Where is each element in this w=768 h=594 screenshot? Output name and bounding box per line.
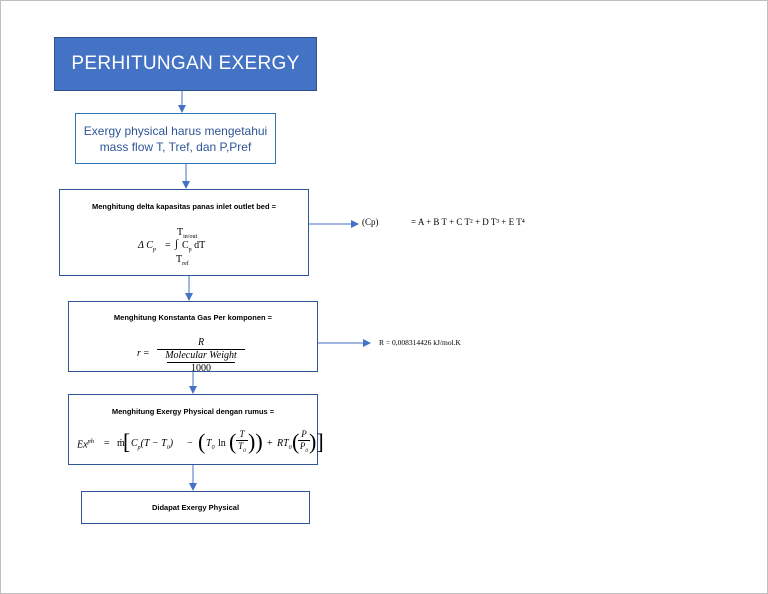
delta-equals: =	[165, 240, 171, 251]
mass-flow-symbol: ṁ	[117, 438, 125, 449]
paren-open-inner: (	[229, 429, 237, 454]
delta-cp-formula: Tin/out Δ Cp = ∫ Cp dT Tref	[138, 224, 248, 270]
r-denominator-2: 1000	[191, 363, 211, 374]
r-numerator: R	[197, 337, 205, 348]
step4-box: Menghitung Exergy Physical dengan rumus …	[68, 394, 324, 465]
step3-title: Menghitung Konstanta Gas Per komponen =	[113, 313, 273, 322]
t-fraction: T T0	[236, 429, 248, 457]
cp-equation: = A + B T + C T² + D T³ + E T⁴	[411, 217, 525, 227]
step1-text: Exergy physical harus mengetahui mass fl…	[83, 123, 268, 154]
paren-bracket-close: )]	[309, 429, 324, 454]
upper-limit: Tin/out	[177, 227, 198, 240]
lhs-delta: Δ Cp	[138, 240, 156, 253]
fraction-bar	[157, 349, 245, 350]
integral-sign: ∫	[175, 238, 179, 250]
exergy-formula: Exph = ṁ [ Cp(T − T0) − ( T0 ln ( T T0 )…	[77, 429, 324, 459]
lower-limit: Tref	[176, 254, 189, 267]
title-text: PERHITUNGAN EXERGY	[71, 53, 300, 74]
cp-label: (Cp)	[362, 217, 379, 227]
step2-title: Menghitung delta kapasitas panas inlet o…	[92, 202, 276, 211]
paren-open: (	[198, 429, 206, 454]
plus-sign: +	[267, 438, 273, 449]
r-lhs: r =	[137, 348, 150, 359]
r-fraction: R Molecular Weight 1000	[157, 337, 245, 374]
paren-close-inner: ))	[248, 429, 263, 454]
ex-equals: =	[104, 438, 110, 449]
bracket-open: [	[123, 429, 131, 454]
ex-lhs: Exph	[77, 438, 95, 451]
r-denominator: Molecular Weight	[165, 350, 237, 361]
term-rt0: RT0	[277, 438, 292, 451]
step4-title: Menghitung Exergy Physical dengan rumus …	[111, 407, 275, 416]
integrand: Cp dT	[182, 240, 206, 253]
title-box: PERHITUNGAN EXERGY	[54, 37, 317, 91]
step3-box: Menghitung Konstanta Gas Per komponen = …	[68, 301, 318, 374]
fraction-bar-inner	[167, 362, 235, 363]
p-fraction: P P0	[298, 429, 310, 457]
step5-box: Didapat Exergy Physical	[81, 491, 310, 524]
step1-box: Exergy physical harus mengetahui mass fl…	[75, 113, 276, 164]
term-t0: T0	[206, 438, 215, 451]
paren-open-p: (	[292, 429, 300, 454]
step2-box: Menghitung delta kapasitas panas inlet o…	[59, 189, 309, 276]
minus-sign: −	[187, 438, 193, 449]
r-constant-note: R = 0,008314426 kJ/mol.K	[379, 338, 461, 347]
term-cp: Cp(T − T0)	[131, 438, 174, 451]
ln-label: ln	[218, 438, 226, 449]
step5-text: Didapat Exergy Physical	[151, 503, 240, 512]
